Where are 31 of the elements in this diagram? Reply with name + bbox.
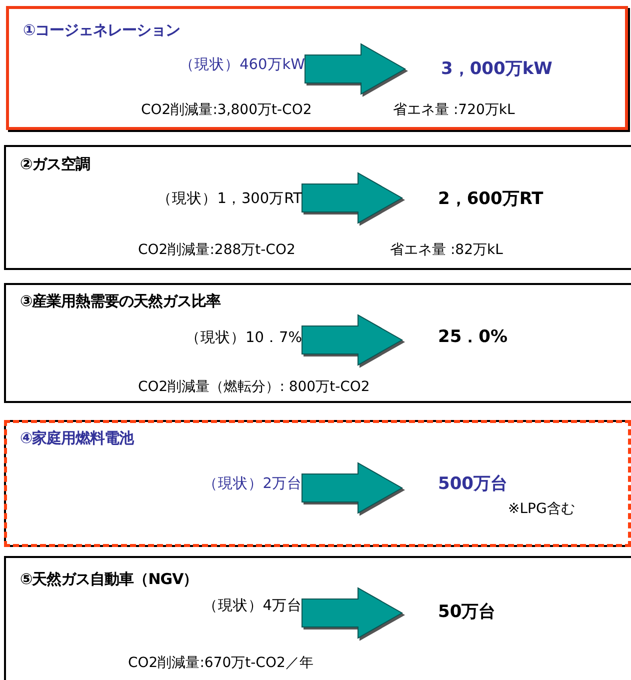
- current-value: （現状）10．7%: [102, 328, 302, 352]
- note-text: CO2削減量:670万t-CO2／年: [128, 654, 314, 672]
- panel-box: [4, 283, 631, 403]
- block-arrow: [302, 314, 404, 366]
- note-text: CO2削減量:3,800万t-CO2: [141, 101, 312, 119]
- current-value: （現状）460万kW: [77, 55, 305, 79]
- target-value: 25．0%: [402, 325, 508, 350]
- note-text: 省エネ量 :82万kL: [390, 241, 503, 259]
- block-arrow: [302, 587, 404, 639]
- panel-heading: ①コージェネレーション: [23, 21, 180, 40]
- note-text: 省エネ量 :720万kL: [393, 101, 515, 119]
- panel-box: [6, 6, 628, 130]
- panel-heading: ④家庭用燃料電池: [20, 429, 134, 448]
- panel-box: [4, 420, 631, 547]
- target-value: 500万台: [402, 472, 508, 498]
- note-text: CO2削減量（燃転分）: 800万t-CO2: [138, 378, 370, 396]
- block-arrow: [304, 43, 406, 95]
- panel-heading: ⑤天然ガス自動車（NGV）: [20, 570, 198, 589]
- panel-box: [4, 556, 631, 680]
- footnote-text: ※LPG含む: [508, 500, 575, 518]
- panel-heading: ③産業用熱需要の天然ガス比率: [20, 292, 221, 311]
- panel-heading: ②ガス空調: [20, 155, 90, 174]
- target-value: 3，000万kW: [405, 57, 552, 81]
- current-value: （現状）2万台: [124, 474, 302, 498]
- target-value: 50万台: [402, 600, 496, 624]
- target-value: 2，600万RT: [402, 187, 544, 211]
- block-arrow: [302, 172, 404, 224]
- panel-box: [4, 145, 631, 270]
- block-arrow: [302, 462, 404, 514]
- note-text: CO2削減量:288万t-CO2: [138, 241, 296, 259]
- current-value: （現状）4万台: [130, 596, 302, 623]
